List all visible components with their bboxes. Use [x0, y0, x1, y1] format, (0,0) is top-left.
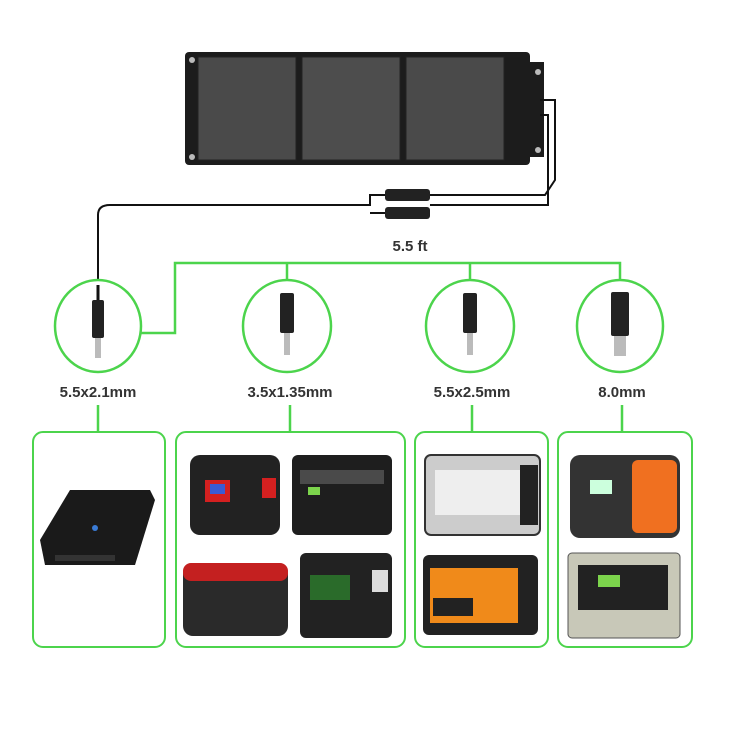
cable [97, 99, 556, 290]
power-station-image [567, 455, 681, 639]
connector-3-5x1-35 [241, 278, 333, 374]
connector-label: 5.5x2.1mm [60, 384, 137, 401]
solar-panel [185, 52, 544, 165]
cable-length-label: 5.5 ft [392, 238, 427, 255]
connector-label: 5.5x2.5mm [434, 384, 511, 401]
connector-8-0 [575, 278, 665, 374]
connector-label: 8.0mm [598, 384, 646, 401]
power-bank-image [40, 490, 155, 565]
power-station-image [183, 455, 392, 638]
connector-5-5x2-1 [53, 278, 143, 374]
splitter-lines [96, 261, 624, 432]
mc4-connectors [385, 189, 430, 219]
power-station-image [423, 454, 541, 635]
connector-5-5x2-5 [424, 278, 516, 374]
connector-label: 3.5x1.35mm [247, 384, 332, 401]
